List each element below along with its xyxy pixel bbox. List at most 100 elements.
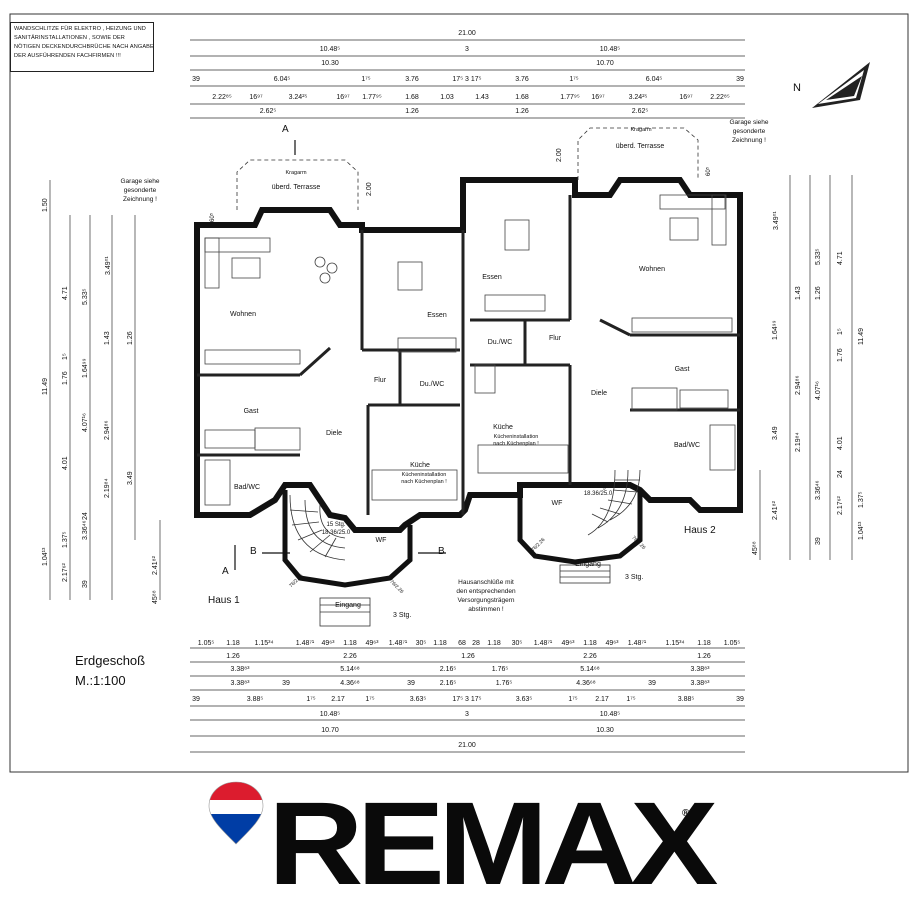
left-dim: 1.37⁵ <box>62 531 69 548</box>
section-a-bottom: A <box>222 566 229 577</box>
right-dim: 4.01 <box>837 436 844 450</box>
room-label-kueche-h2: Küche <box>493 424 513 431</box>
room-label-gast-h1: Gast <box>243 408 259 415</box>
left-dim: 1.50 <box>42 198 49 212</box>
terrace-depth-left: 2.00 <box>366 182 373 196</box>
garage-note-line: Zeichnung ! <box>123 196 157 203</box>
side-dimension-lines <box>49 175 853 600</box>
hausanschluss-line: Versorgungsträgern <box>457 597 515 604</box>
top-dimension-lines <box>190 39 745 119</box>
right-dim: 2.94⁸⁶ <box>795 375 802 395</box>
room-label-diele-h2: Diele <box>591 390 607 397</box>
left-dim: 2.19⁸⁴ <box>104 478 111 498</box>
bottom-dim: 49⁶³ <box>321 640 335 647</box>
top-dim: 1.68 <box>515 94 529 101</box>
bottom-dim: 1⁷⁵ <box>365 696 375 703</box>
hausanschluss-line: Hausanschlüße mit <box>458 579 514 586</box>
bottom-dim: 5.14⁶⁸ <box>340 666 360 673</box>
left-dim: 2.17⁶² <box>62 563 69 582</box>
bottom-dim: 49⁶³ <box>561 640 575 647</box>
top-dim: 10.70 <box>596 60 614 67</box>
bottom-dim: 39 <box>407 680 415 687</box>
section-a-top: A <box>282 124 289 135</box>
bottom-dim: 1⁷⁵ <box>568 696 578 703</box>
bottom-dim: 39 <box>282 680 290 687</box>
top-dim: 3.24²⁵ <box>628 94 648 101</box>
installation-note: WANDSCHLITZE FÜR ELEKTRO , HEIZUNG UND S… <box>10 22 154 72</box>
top-dim-total: 21.00 <box>458 30 476 37</box>
top-dim: 2.62⁵ <box>259 108 277 115</box>
right-dim: 39 <box>815 537 822 545</box>
bottom-dim: 1.18 <box>487 640 501 647</box>
top-dim: 1⁷⁵ <box>361 76 371 83</box>
top-dim: 6.04⁵ <box>645 76 663 83</box>
bottom-dim: 1.48⁷¹ <box>627 640 647 647</box>
room-label-duwc-h2: Du./WC <box>487 339 513 346</box>
bottom-dim: 10.48⁵ <box>599 711 621 718</box>
spiral-stairs <box>289 469 641 561</box>
room-label-wohnen-h1: Wohnen <box>230 311 256 318</box>
hausanschluss-note: Hausanschlüße mit den entsprechenden Ver… <box>456 578 515 614</box>
left-dim: 3.36⁴⁶ <box>82 520 89 540</box>
bottom-dim: 2.26 <box>343 653 357 660</box>
bottom-dim: 3.38⁸³ <box>690 680 710 687</box>
bottom-dim: 30⁵ <box>511 640 523 647</box>
bottom-dim: 3.38⁸³ <box>230 666 250 673</box>
left-dim: 3.49⁰¹ <box>105 256 112 275</box>
bottom-dim: 3 <box>465 711 469 718</box>
house-1-label: Haus 1 <box>208 595 240 606</box>
bottom-dim: 39 <box>192 696 200 703</box>
hausanschluss-line: den entsprechenden <box>456 588 516 595</box>
left-dim: 1.26 <box>127 331 134 345</box>
interior-walls <box>197 195 740 515</box>
bottom-dim: 3.63⁵ <box>515 696 533 703</box>
bottom-dim: 10.30 <box>596 727 614 734</box>
room-label-essen-h1: Essen <box>427 312 447 319</box>
garage-note-line: gesonderte <box>123 187 157 194</box>
bottom-dim: 1.76⁵ <box>491 666 509 673</box>
furniture <box>204 194 736 506</box>
bottom-dim: 1.05⁵ <box>723 640 741 647</box>
bottom-dim: 1⁷⁵ <box>626 696 636 703</box>
top-dim: 16⁹⁷ <box>336 94 350 101</box>
bottom-dim: 1.18 <box>433 640 447 647</box>
left-dim: 5.33⁵ <box>82 288 89 305</box>
left-dim: 45⁸⁸ <box>152 590 159 604</box>
top-dim: 2.22⁸⁵ <box>212 94 232 101</box>
entrance-label-h1: Eingang <box>335 602 361 609</box>
right-dim: 1⁵ <box>837 328 844 335</box>
kitchen-note-h2: Kücheninstallation <box>493 434 539 440</box>
bottom-dim: 2.16⁵ <box>439 666 457 673</box>
room-label-gast-h2: Gast <box>674 366 690 373</box>
steps-label-h2: 3 Stg. <box>625 574 644 581</box>
right-dim: 3.49 <box>772 426 779 440</box>
kragarm-label-h1: Kragarm <box>285 170 307 176</box>
bottom-dim: 4.36⁶⁸ <box>340 680 360 687</box>
house-2-label: Haus 2 <box>684 525 716 536</box>
top-dim: 10.48⁵ <box>599 46 621 53</box>
stairs-label-h1: 15 Stg. <box>326 522 346 528</box>
bottom-dim: 1⁷⁵ <box>306 696 316 703</box>
bottom-dim: 3.38⁸³ <box>230 680 250 687</box>
bottom-dim: 3.63⁵ <box>409 696 427 703</box>
left-dim: 2.41⁸² <box>152 556 159 575</box>
garage-note-line: Zeichnung ! <box>732 137 766 144</box>
terrace-label-h2: überd. Terrasse <box>615 143 665 150</box>
top-dim: 2.22⁸⁵ <box>710 94 730 101</box>
top-dim: 2.62⁵ <box>631 108 649 115</box>
bottom-dim-total: 21.00 <box>458 742 476 749</box>
top-dim: 16⁹⁷ <box>591 94 605 101</box>
bottom-dim: 1.76⁵ <box>495 680 513 687</box>
bottom-dim: 1.26 <box>697 653 711 660</box>
note-line: WANDSCHLITZE FÜR ELEKTRO , HEIZUNG UND <box>14 26 146 32</box>
north-label: N <box>793 82 801 94</box>
steps-label-h1: 3 Stg. <box>393 612 412 619</box>
left-dim: 1.76 <box>62 371 69 385</box>
right-dim: 3.36⁴⁶ <box>815 480 822 500</box>
remax-logo: REMAX ® <box>206 778 718 912</box>
bottom-dimension-lines <box>190 647 745 753</box>
right-dim: 24 <box>837 470 844 478</box>
terrace-label-h1: überd. Terrasse <box>271 184 321 191</box>
bottom-dim: 2.17 <box>595 696 609 703</box>
top-dim: 1⁷⁵ <box>569 76 579 83</box>
